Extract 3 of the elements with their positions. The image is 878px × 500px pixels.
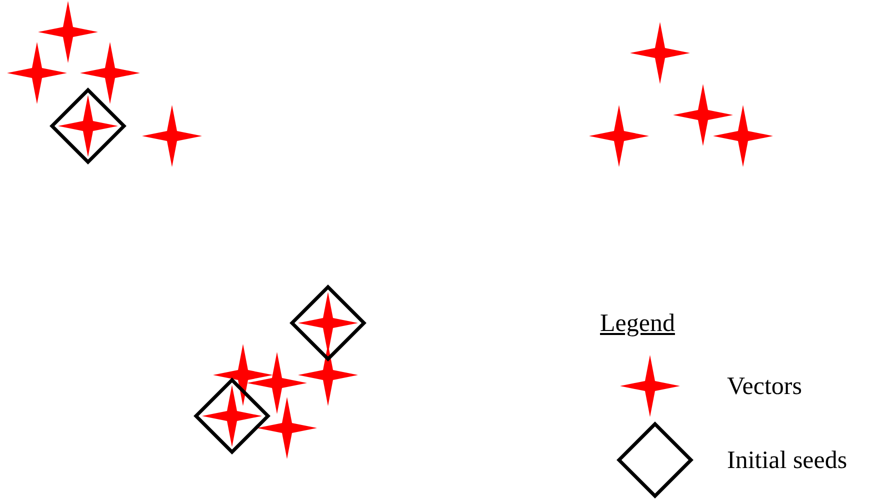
legend-label: Vectors [727, 374, 802, 399]
legend-label: Initial seeds [727, 448, 848, 473]
legend-heading: Legend [600, 311, 675, 336]
